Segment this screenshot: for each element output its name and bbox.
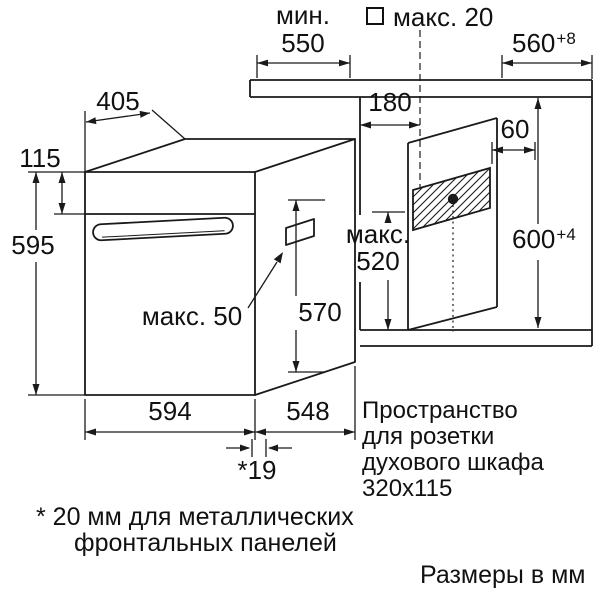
- dim-max-520-group: макс. 520: [346, 221, 410, 275]
- dim-595-line: [28, 171, 85, 396]
- socket-dot: [447, 193, 459, 205]
- dim-560-line: [501, 55, 593, 79]
- dim-max-520-value: 520: [356, 246, 400, 276]
- dim-560: 560: [512, 28, 556, 58]
- dim-600: 600: [512, 224, 556, 254]
- dim-594-line: [84, 399, 256, 440]
- footnote-line-1: * 20 мм для металлических: [36, 503, 354, 531]
- cabinet-drawing: [249, 79, 593, 347]
- dim-max-520-prefix: макс.: [345, 219, 411, 249]
- dim-405: 405: [96, 86, 140, 116]
- dim-548-line: [255, 366, 356, 440]
- dim-115: 115: [19, 143, 61, 173]
- dim-600-tolerance: +4: [556, 225, 576, 244]
- niche-shelf: [360, 329, 592, 347]
- dim-115-line: [54, 172, 85, 215]
- dim-405-line: [84, 109, 186, 172]
- dim-550-value: 550: [281, 28, 325, 58]
- oven-drawing: [84, 138, 356, 396]
- oven-right-face: [254, 138, 356, 396]
- oven-top-face: [84, 138, 356, 173]
- square-symbol: [366, 7, 384, 25]
- socket-note-line-1: Пространство: [362, 397, 518, 424]
- socket-space-outline: [412, 166, 491, 232]
- dim-550-prefix: мин.: [276, 0, 330, 30]
- dim-570-line: [288, 199, 325, 373]
- dim-560-group: 560+8: [512, 28, 576, 60]
- units-note: Размеры в мм: [420, 561, 586, 589]
- dim-max-50: макс. 50: [141, 301, 243, 331]
- socket-note-line-2: для розетки: [362, 423, 495, 450]
- dim-595: 595: [11, 230, 55, 260]
- niche-side-panel: [407, 117, 498, 331]
- socket-note: Пространство для розетки духового шкафа …: [362, 398, 544, 502]
- dim-548: 548: [286, 396, 330, 426]
- socket-area: [412, 166, 491, 332]
- socket-note-line-4: 320x115: [362, 475, 453, 502]
- dim-180: 180: [368, 87, 412, 117]
- side-vent-slot: [285, 218, 315, 246]
- dim-570: 570: [298, 297, 342, 327]
- oven-handle: [92, 216, 234, 242]
- dim-600-group: 600+4: [512, 224, 576, 256]
- oven-front-face: [84, 171, 256, 396]
- worktop: [249, 79, 593, 98]
- dim-60-line: [491, 142, 536, 164]
- dim-594: 594: [148, 396, 192, 426]
- dim-max-20-group: макс. 20: [366, 4, 493, 30]
- footnote-line-2: фронтальных панелей: [74, 529, 337, 557]
- socket-note-line-3: духового шкафа: [362, 449, 544, 476]
- dim-19: *19: [237, 455, 277, 485]
- dim-max-20: макс. 20: [393, 2, 494, 32]
- dim-60: 60: [500, 114, 530, 144]
- dim-19-line: [226, 439, 292, 457]
- dim-560-tolerance: +8: [556, 29, 576, 48]
- max50-pointer-line: [247, 261, 278, 309]
- dim-550-line: [256, 55, 351, 78]
- dimension-arrowheads: [32, 59, 592, 452]
